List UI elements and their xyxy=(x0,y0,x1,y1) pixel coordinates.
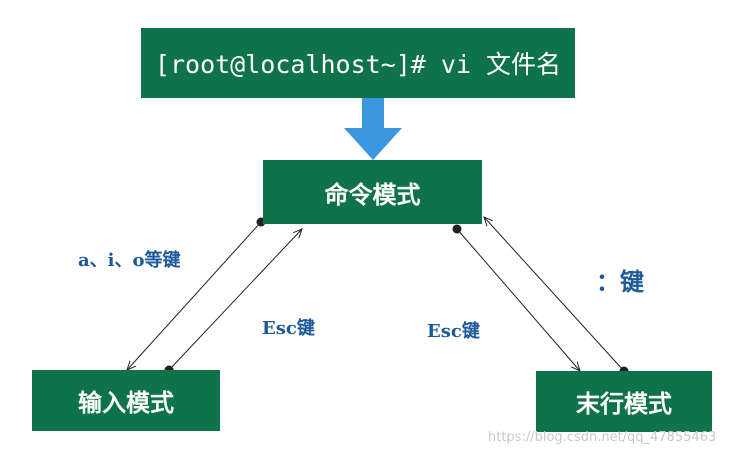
last-line-mode-box: 末行模式 xyxy=(536,371,712,432)
arrow-input-to-command xyxy=(168,229,302,371)
colon-key-label: ：键 xyxy=(596,267,644,296)
arrow-command-to-last-line xyxy=(456,228,580,371)
last-line-esc-label: Esc键 xyxy=(427,321,480,342)
input-mode-box: 输入模式 xyxy=(32,370,220,431)
command-mode-box: 命令模式 xyxy=(263,160,482,224)
vi-command-text: [root@localhost~]# vi 文件名 xyxy=(154,50,562,79)
input-mode-label: 输入模式 xyxy=(78,388,174,417)
vi-command-box: [root@localhost~]# vi 文件名 xyxy=(141,28,575,98)
last-line-mode-label: 末行模式 xyxy=(576,389,672,418)
input-esc-label: Esc键 xyxy=(262,318,315,339)
arrow-command-to-input xyxy=(127,221,262,370)
arrow-start-dot xyxy=(452,224,462,234)
command-mode-label: 命令模式 xyxy=(324,179,421,209)
watermark: https://blog.csdn.net/qq_47855463 xyxy=(488,430,717,445)
to-input-keys-label: a、i、o等键 xyxy=(78,250,181,271)
down-arrow-icon xyxy=(344,95,402,160)
arrow-last-line-to-command xyxy=(484,217,625,372)
